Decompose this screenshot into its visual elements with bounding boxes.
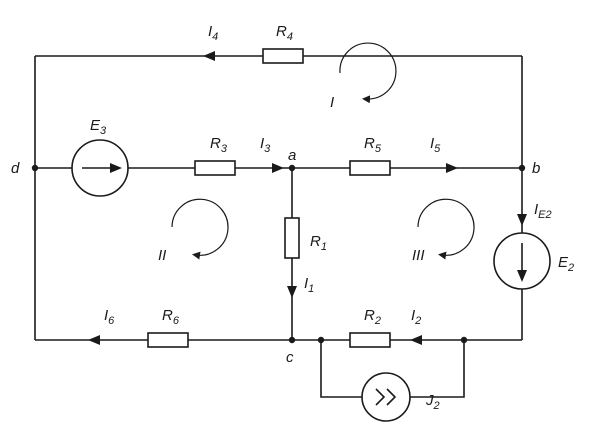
label-r6: R6: [162, 307, 180, 327]
resistor-r6: [147, 332, 189, 348]
label-e3: E3: [90, 117, 107, 137]
wire-j2-left: [320, 340, 362, 398]
label-i2: I2: [411, 307, 421, 327]
component-labels: R4 R3 R5 R1 R6 R2 I4 I3 I5 I1 I6 I2 IE2 …: [90, 23, 574, 412]
node-dot-a: [288, 164, 296, 172]
node-dot-d: [31, 164, 39, 172]
ie2-arrow-icon: [517, 214, 527, 226]
wires: [34, 55, 523, 398]
junction-nodes: [31, 164, 526, 344]
node-dot-j2-right: [460, 336, 468, 344]
e3-arrow-icon: [110, 163, 122, 173]
label-r2: R2: [364, 307, 381, 327]
i1-arrow-icon: [287, 286, 297, 298]
label-i6: I6: [104, 307, 115, 327]
loop-ii-arrow-icon: [171, 198, 229, 260]
resistor-r3: [194, 160, 236, 176]
node-label-b: b: [532, 160, 540, 177]
i4-arrow-icon: [203, 51, 215, 61]
resistor-r4: [262, 48, 304, 64]
label-r1: R1: [310, 233, 327, 253]
loop-label-iii: III: [412, 247, 425, 264]
resistors: [147, 48, 391, 348]
node-dot-b: [518, 164, 526, 172]
node-label-d: d: [11, 160, 20, 177]
label-j2: J2: [425, 392, 440, 412]
node-dot-c: [288, 336, 296, 344]
loop-iii-arrow-icon: [417, 198, 475, 260]
i5-arrow-icon: [446, 163, 458, 173]
node-label-c: c: [286, 349, 294, 366]
sources: [71, 139, 551, 422]
current-source-j2: [361, 372, 411, 422]
label-r3: R3: [210, 135, 228, 155]
label-i1: I1: [304, 275, 314, 295]
i3-arrow-icon: [272, 163, 284, 173]
j2-double-chevron-icon-2: [386, 388, 397, 406]
e2-arrow-icon: [517, 270, 527, 282]
resistor-r2: [349, 332, 391, 348]
label-i5: I5: [430, 135, 441, 155]
node-label-a: a: [288, 147, 296, 164]
loop-indicators: I II III: [158, 42, 475, 264]
i6-arrow-icon: [88, 335, 100, 345]
resistor-r5: [349, 160, 391, 176]
label-i3: I3: [260, 135, 271, 155]
loop-label-i: I: [330, 94, 334, 111]
i2-arrow-icon: [410, 335, 422, 345]
node-labels: a b c d: [11, 147, 540, 366]
loop-label-ii: II: [158, 247, 166, 264]
current-arrows: [88, 51, 527, 345]
label-r5: R5: [364, 135, 382, 155]
label-r4: R4: [276, 23, 293, 43]
loop-i-arrow-icon: [339, 42, 397, 104]
resistor-r1: [284, 217, 300, 259]
j2-double-chevron-icon: [375, 388, 386, 406]
node-dot-j2-left: [317, 336, 325, 344]
label-i4: I4: [208, 23, 218, 43]
label-ie2: IE2: [534, 201, 552, 221]
label-e2: E2: [558, 254, 574, 274]
wire-j2-right: [410, 340, 465, 398]
